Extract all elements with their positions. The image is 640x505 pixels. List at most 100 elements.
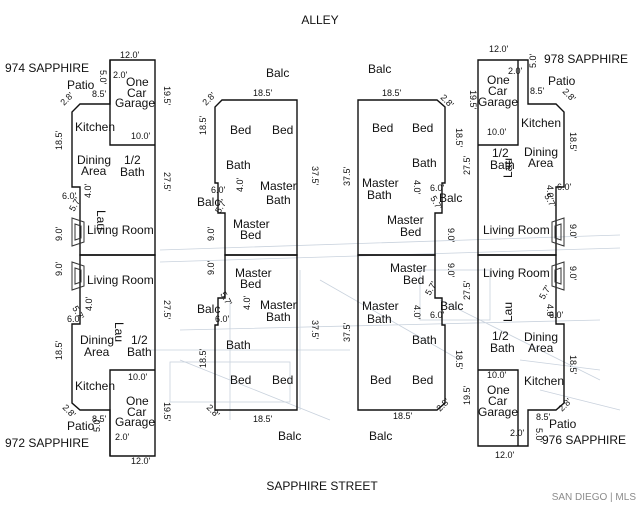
svg-text:5.7': 5.7' (423, 279, 439, 297)
svg-text:9.0': 9.0' (54, 261, 64, 276)
svg-text:Lau: Lau (112, 322, 126, 342)
svg-text:Bed: Bed (403, 273, 424, 287)
svg-text:Bath: Bath (412, 156, 437, 170)
svg-text:One: One (126, 394, 149, 408)
unit-978-garage-wall (478, 60, 519, 146)
svg-text:Bath: Bath (226, 158, 251, 172)
unit-978-label: 978 SAPPHIRE (544, 52, 628, 66)
svg-text:6.0': 6.0' (430, 310, 445, 320)
svg-text:Master: Master (260, 298, 297, 312)
svg-text:Bed: Bed (412, 373, 433, 387)
svg-text:Bed: Bed (240, 228, 261, 242)
svg-text:Bath: Bath (412, 333, 437, 347)
svg-text:Dining: Dining (80, 333, 114, 347)
svg-text:8.5': 8.5' (530, 86, 545, 96)
svg-text:1/2: 1/2 (131, 333, 148, 347)
svg-text:Bed: Bed (230, 123, 251, 137)
svg-text:2.8': 2.8' (61, 402, 78, 419)
svg-text:Living Room: Living Room (87, 273, 154, 287)
svg-text:19.5': 19.5' (462, 385, 472, 405)
svg-text:Kitchen: Kitchen (524, 374, 564, 388)
svg-text:2.0': 2.0' (113, 70, 128, 80)
svg-text:4.0': 4.0' (235, 177, 245, 192)
svg-text:18.5': 18.5' (198, 348, 208, 368)
svg-text:Balc: Balc (440, 299, 463, 313)
svg-text:Lau: Lau (94, 210, 108, 230)
svg-text:Master: Master (362, 176, 399, 190)
svg-text:4.0': 4.0' (412, 305, 422, 320)
svg-text:Bath: Bath (367, 188, 392, 202)
svg-text:Living Room: Living Room (87, 223, 154, 237)
svg-text:18.5': 18.5' (382, 88, 402, 98)
svg-text:37.5': 37.5' (310, 320, 320, 340)
svg-text:2.0': 2.0' (508, 66, 523, 76)
svg-text:Balc: Balc (278, 429, 301, 443)
svg-text:18.5': 18.5' (253, 88, 273, 98)
svg-text:Kitchen: Kitchen (521, 116, 561, 130)
svg-text:Bed: Bed (412, 121, 433, 135)
svg-text:6.0': 6.0' (215, 314, 230, 324)
svg-text:Master: Master (390, 261, 427, 275)
svg-text:9.0': 9.0' (54, 226, 64, 241)
svg-text:19.5': 19.5' (468, 90, 478, 110)
unit-976-labels: Living Room 9.0' 5.7' 27.5' 4.0' 6.0' La… (462, 266, 578, 460)
svg-text:Garage: Garage (115, 96, 155, 110)
svg-text:Bath: Bath (367, 312, 392, 326)
svg-text:One: One (487, 383, 510, 397)
svg-text:Master: Master (260, 179, 297, 193)
svg-text:Balc: Balc (368, 62, 391, 76)
svg-text:Garage: Garage (478, 95, 518, 109)
svg-text:Balc: Balc (197, 302, 220, 316)
svg-text:4.0': 4.0' (242, 295, 252, 310)
unit-976-garage-wall (478, 369, 519, 446)
alley-label: ALLEY (301, 13, 338, 27)
svg-text:Bed: Bed (370, 373, 391, 387)
svg-text:Bath: Bath (226, 338, 251, 352)
svg-text:12.0': 12.0' (131, 456, 151, 466)
svg-text:Bed: Bed (372, 121, 393, 135)
svg-text:Balc: Balc (197, 195, 220, 209)
svg-text:18.5': 18.5' (198, 115, 208, 135)
svg-text:4.0': 4.0' (83, 183, 93, 198)
svg-text:Bath: Bath (266, 193, 291, 207)
svg-text:Master: Master (362, 299, 399, 313)
svg-text:9.0': 9.0' (446, 263, 456, 278)
svg-text:12.0': 12.0' (489, 44, 509, 54)
svg-text:Kitchen: Kitchen (75, 379, 115, 393)
svg-text:6.0': 6.0' (62, 191, 77, 201)
unit-mid-left-bottom-wall (214, 254, 298, 411)
svg-text:Area: Area (81, 164, 107, 178)
svg-text:Lau: Lau (501, 302, 515, 322)
svg-text:Patio: Patio (548, 74, 576, 88)
svg-text:18.5': 18.5' (568, 355, 578, 375)
svg-text:1/2: 1/2 (492, 329, 509, 343)
unit-974-labels: Patio One Car Garage Kitchen Dining Area… (54, 50, 172, 241)
svg-text:6.0': 6.0' (557, 182, 572, 192)
svg-text:9.0': 9.0' (206, 226, 216, 241)
svg-text:9.0': 9.0' (446, 228, 456, 243)
svg-text:5.0': 5.0' (98, 70, 108, 85)
svg-text:8.5': 8.5' (92, 414, 107, 424)
svg-text:37.5': 37.5' (342, 166, 352, 186)
svg-text:6.0': 6.0' (430, 183, 445, 193)
svg-text:2.8': 2.8' (58, 90, 75, 107)
unit-976-wall (477, 254, 565, 447)
unit-974-wall (71, 59, 156, 256)
svg-text:19.5': 19.5' (162, 402, 172, 422)
svg-text:Bath: Bath (490, 158, 515, 172)
svg-text:5.7': 5.7' (537, 283, 553, 301)
unit-978-labels: 12.0' 5.0' One Car Garage 2.0' Patio 19.… (462, 44, 578, 239)
svg-text:Bed: Bed (240, 277, 261, 291)
svg-text:Master: Master (387, 213, 424, 227)
svg-text:Bed: Bed (400, 225, 421, 239)
svg-text:18.5': 18.5' (454, 128, 464, 148)
svg-text:12.0': 12.0' (120, 50, 140, 60)
svg-text:4.0': 4.0' (84, 296, 94, 311)
svg-text:1/2: 1/2 (492, 146, 509, 160)
svg-text:10.0': 10.0' (487, 127, 507, 137)
svg-text:Living Room: Living Room (483, 266, 550, 280)
svg-text:Dining: Dining (524, 145, 558, 159)
svg-text:Bed: Bed (272, 123, 293, 137)
unit-974-label: 974 SAPPHIRE (5, 61, 89, 75)
